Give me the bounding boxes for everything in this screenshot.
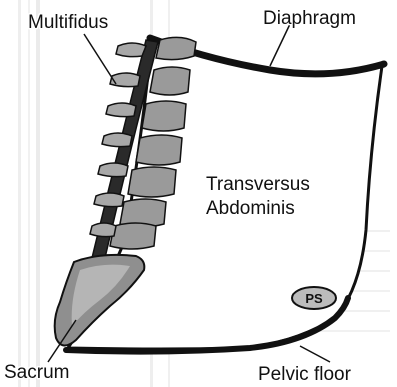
vertebra — [110, 73, 140, 87]
vertebra — [106, 103, 136, 117]
vertebra — [116, 43, 146, 57]
vertebra — [94, 193, 124, 207]
vertebra — [90, 223, 116, 237]
pelvic-floor-label: Pelvic floor — [258, 364, 352, 385]
vertebra — [110, 223, 156, 249]
vertebra — [136, 135, 182, 165]
ps-label: PS — [305, 291, 323, 306]
vertebra — [142, 101, 186, 131]
transversus-label-line1: Transversus — [206, 174, 310, 195]
vertebra — [98, 163, 128, 177]
vertebra — [128, 167, 176, 197]
multifidus-label: Multifidus — [28, 12, 108, 33]
diaphragm-label: Diaphragm — [263, 8, 356, 29]
sacrum-label: Sacrum — [4, 362, 69, 383]
vertebra — [102, 133, 132, 147]
transversus-label-line2: Abdominis — [206, 198, 295, 219]
vertebra — [156, 37, 196, 59]
vertebra — [150, 67, 190, 95]
